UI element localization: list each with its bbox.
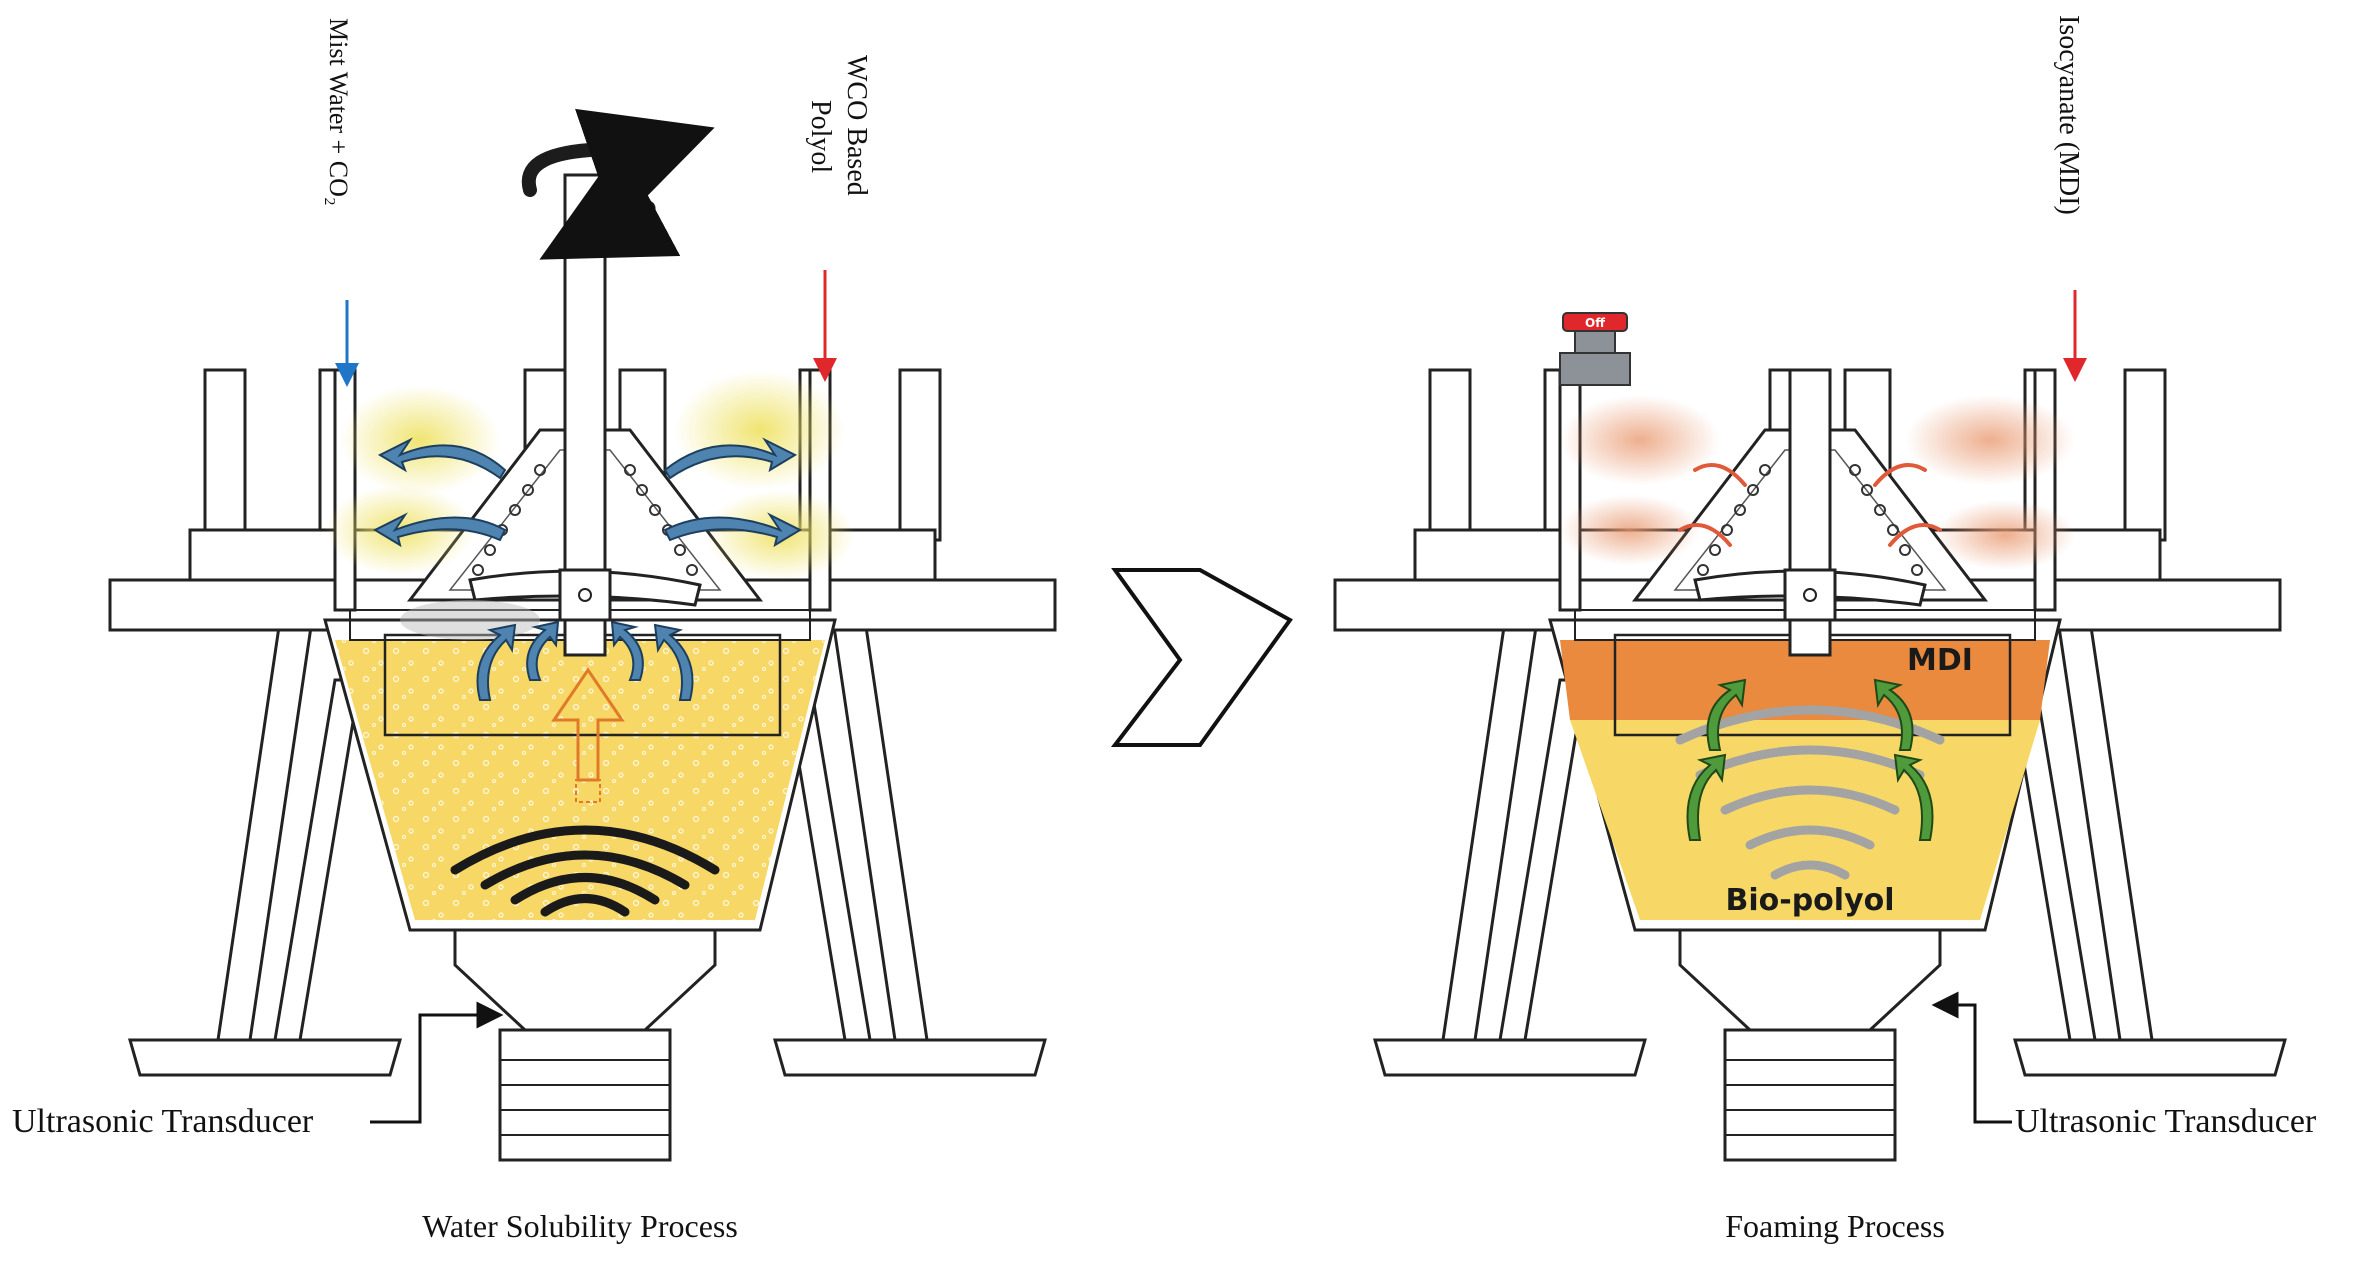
left-transducer-pointer	[370, 1001, 504, 1124]
isocyanate-label: Isocyanate (MDI)	[2053, 15, 2084, 215]
left-ultrasonic-waves	[450, 825, 720, 917]
right-transducer-label: Ultrasonic Transducer	[2015, 1103, 2317, 1140]
right-reactor: Off	[1333, 290, 2287, 1162]
left-ultrasonic-transducer	[453, 928, 717, 1162]
right-mist-spray	[1560, 395, 2075, 570]
left-caption: Water Solubility Process	[422, 1208, 738, 1244]
off-switch[interactable]: Off	[1559, 312, 1631, 386]
mdi-label: MDI	[1907, 643, 1973, 678]
right-reactor-legs	[1373, 618, 2287, 1077]
right-ultrasonic-transducer	[1678, 928, 1942, 1162]
biopolyol-label: Bio-polyol	[1725, 883, 1894, 918]
off-switch-body	[1559, 352, 1631, 386]
left-transducer-label: Ultrasonic Transducer	[12, 1103, 314, 1140]
left-upflow-arrow	[551, 667, 625, 803]
left-rotation-arrows	[521, 108, 715, 260]
right-mdi-layer	[1560, 640, 2050, 720]
left-reactor	[108, 108, 1057, 1162]
right-stirrer	[1693, 368, 1927, 657]
water-co2-label: Mist Water + CO₂	[324, 18, 353, 206]
off-switch-label: Off	[1585, 316, 1605, 330]
right-red-flow-arrows	[1678, 463, 1942, 547]
right-transducer-pointer	[1931, 991, 2012, 1124]
process-transition-arrow	[1110, 568, 1293, 747]
right-caption: Foaming Process	[1725, 1208, 1945, 1244]
off-switch-stem	[1574, 330, 1616, 354]
wco-polyol-label-line2: Polyol	[805, 100, 836, 173]
wco-polyol-label-line1: WCO Based	[841, 55, 872, 196]
right-green-flow-arrows	[1686, 678, 1934, 841]
right-biopolyol-layer	[1570, 720, 2040, 920]
right-ultrasonic-waves	[1675, 705, 1945, 880]
left-flow-arrows	[372, 437, 803, 701]
right-reactor-vessel	[1548, 609, 2062, 932]
